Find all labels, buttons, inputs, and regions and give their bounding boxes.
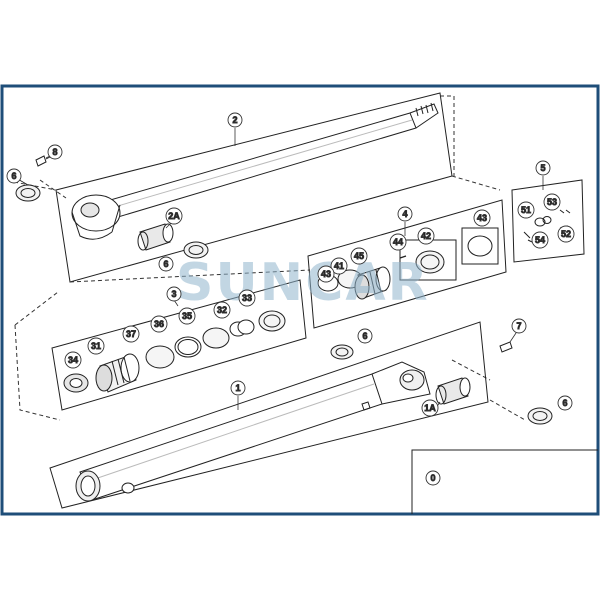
callout-34: 34 (64, 351, 82, 369)
svg-text:37: 37 (126, 329, 136, 339)
callout-2: 2 (227, 112, 243, 128)
callout-31: 31 (87, 337, 105, 355)
overall-assembly-frame (411, 449, 598, 514)
small-parts-panel (511, 179, 585, 263)
svg-text:51: 51 (521, 205, 531, 215)
svg-text:35: 35 (182, 311, 192, 321)
callout-44: 44 (389, 233, 407, 251)
svg-text:0: 0 (430, 473, 435, 483)
callout-8: 8 (47, 144, 63, 160)
callout-6: 6 (557, 395, 573, 411)
callout-35: 35 (178, 307, 196, 325)
callout-54: 54 (531, 231, 549, 249)
rod-assembly-panel (55, 92, 453, 283)
svg-text:5: 5 (540, 163, 545, 173)
callout-51: 51 (517, 201, 535, 219)
callout-3: 3 (166, 286, 182, 302)
svg-text:44: 44 (393, 237, 403, 247)
callout-45: 45 (350, 247, 368, 265)
svg-text:45: 45 (354, 251, 364, 261)
callout-6: 6 (158, 256, 174, 272)
callout-4: 4 (397, 206, 413, 222)
callout-6: 6 (357, 328, 373, 344)
svg-text:3: 3 (171, 289, 176, 299)
callout-1: 1 (230, 380, 246, 396)
svg-text:53: 53 (547, 197, 557, 207)
svg-text:1A: 1A (424, 403, 436, 413)
assembly-leader-lines (13, 95, 526, 421)
callout-41: 41 (330, 257, 348, 275)
svg-text:32: 32 (217, 305, 227, 315)
callout-labels: 2 8 6 2A 6 5 4 53 51 52 54 43 42 44 45 4… (6, 112, 575, 486)
picture-border (0, 84, 600, 516)
callout-2A: 2A (165, 207, 183, 225)
svg-text:52: 52 (561, 229, 571, 239)
svg-text:4: 4 (402, 209, 407, 219)
callout-52: 52 (557, 225, 575, 243)
svg-text:6: 6 (11, 171, 16, 181)
svg-text:42: 42 (421, 231, 431, 241)
callout-1A: 1A (421, 399, 439, 417)
svg-text:33: 33 (242, 293, 252, 303)
callout-32: 32 (213, 301, 231, 319)
svg-text:31: 31 (91, 341, 101, 351)
seal-ring-6-tube (330, 344, 354, 360)
seal-ring-6-right (527, 407, 553, 425)
watermark-text: SUNCAR (176, 253, 430, 313)
callout-43: 43 (473, 209, 491, 227)
callout-37: 37 (122, 325, 140, 343)
callout-36: 36 (150, 315, 168, 333)
svg-text:43: 43 (477, 213, 487, 223)
svg-text:8: 8 (52, 147, 57, 157)
svg-text:2A: 2A (168, 211, 180, 221)
svg-text:54: 54 (535, 235, 545, 245)
callout-43: 43 (317, 265, 335, 283)
callout-0: 0 (425, 470, 441, 486)
grease-fitting-7 (499, 341, 513, 353)
cylinder-tube-panel (49, 321, 489, 509)
callout-5: 5 (535, 160, 551, 176)
callout-6: 6 (6, 168, 22, 184)
svg-text:6: 6 (163, 259, 168, 269)
svg-text:2: 2 (232, 115, 237, 125)
svg-text:6: 6 (362, 331, 367, 341)
callout-53: 53 (543, 193, 561, 211)
svg-text:34: 34 (68, 355, 78, 365)
svg-text:43: 43 (321, 269, 331, 279)
svg-text:6: 6 (562, 398, 567, 408)
callout-33: 33 (238, 289, 256, 307)
svg-text:7: 7 (516, 321, 521, 331)
seal-ring-6-left (15, 177, 41, 202)
svg-text:41: 41 (334, 261, 344, 271)
svg-text:36: 36 (154, 319, 164, 329)
grease-fitting-8 (35, 155, 53, 167)
callout-7: 7 (511, 318, 527, 334)
seal-ring-6-rod (183, 241, 209, 259)
callout-42: 42 (417, 227, 435, 245)
svg-text:1: 1 (235, 383, 240, 393)
piston-seal-kit-panel (51, 279, 307, 411)
